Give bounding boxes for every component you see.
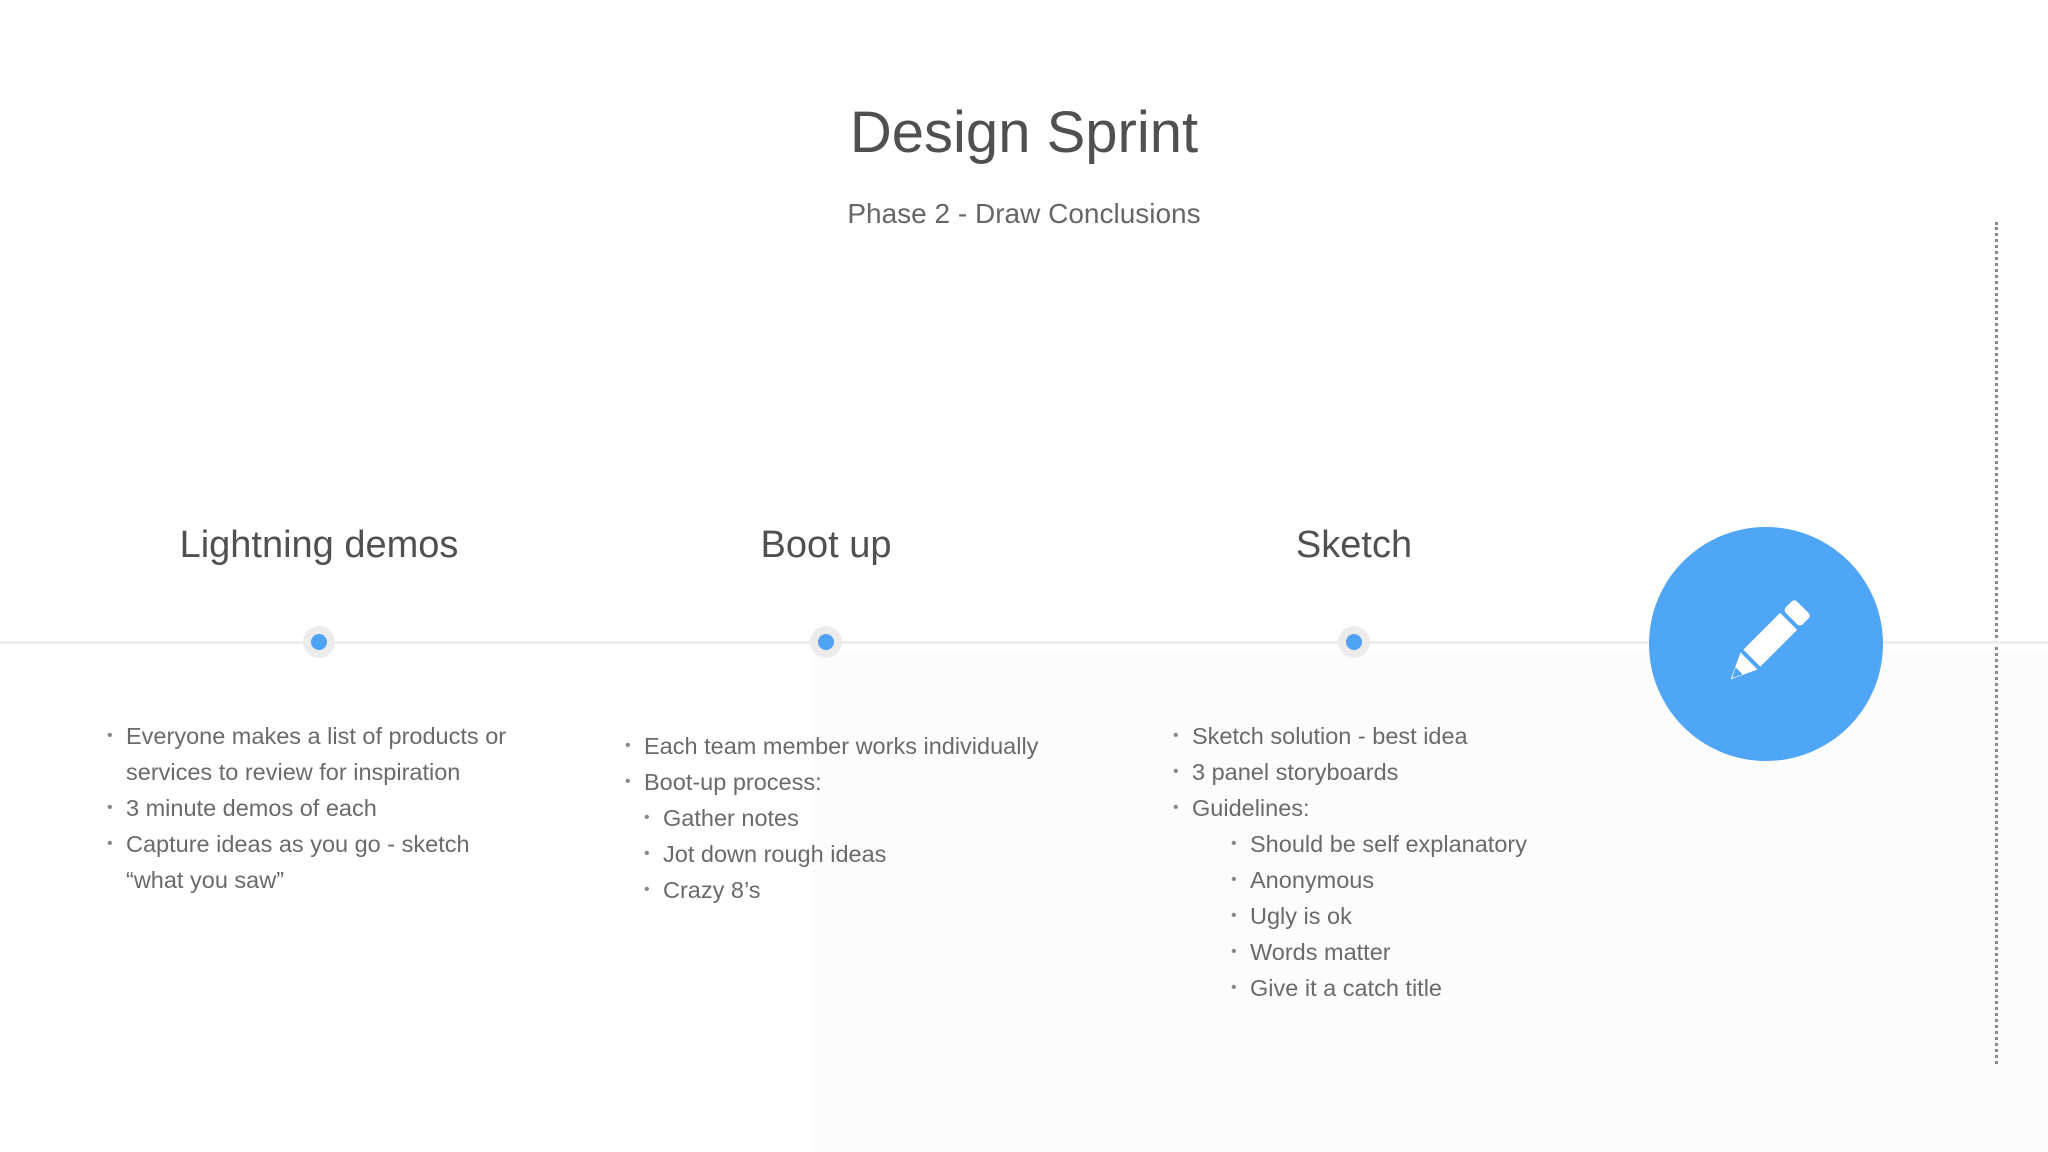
timeline-dot-3: [1338, 626, 1370, 658]
list-item: 3 panel storyboards: [1173, 754, 1527, 790]
list-item: Everyone makes a list of products or: [107, 718, 506, 754]
list-item: Capture ideas as you go - sketch: [107, 826, 506, 862]
step-heading-sketch: Sketch: [1295, 524, 1413, 566]
sub-list-item: Crazy 8’s: [644, 872, 1038, 908]
step-list-sketch: Sketch solution - best idea 3 panel stor…: [1173, 718, 1527, 1006]
sub-list-item: Anonymous: [1231, 862, 1527, 898]
timeline-dot-1: [303, 626, 335, 658]
step-heading-boot-up: Boot up: [760, 524, 892, 566]
page-subtitle: Phase 2 - Draw Conclusions: [847, 198, 1201, 229]
list-item-continuation: “what you saw”: [126, 867, 285, 893]
pencil-icon: [1730, 600, 1810, 680]
step-list-boot-up: Each team member works individually Boot…: [625, 728, 1038, 908]
step-list-lightning-demos: Everyone makes a list of products or ser…: [107, 718, 506, 898]
sub-list-item: Gather notes: [644, 800, 1038, 836]
feature-circle: [1649, 527, 1883, 761]
list-item: Sketch solution - best idea: [1173, 718, 1527, 754]
sub-list-item: Words matter: [1231, 934, 1527, 970]
sub-list-item: Give it a catch title: [1231, 970, 1527, 1006]
list-item: 3 minute demos of each: [107, 790, 506, 826]
step-heading-lightning-demos: Lightning demos: [179, 524, 459, 566]
timeline-line: [0, 641, 2048, 644]
list-item: Boot-up process:: [625, 764, 1038, 800]
timeline-dot-2: [810, 626, 842, 658]
sub-list-item: Ugly is ok: [1231, 898, 1527, 934]
list-item: Each team member works individually: [625, 728, 1038, 764]
page-title: Design Sprint: [849, 100, 1199, 165]
list-item-continuation: services to review for inspiration: [126, 759, 461, 785]
list-item: Guidelines:: [1173, 790, 1527, 826]
sub-list-item: Should be self explanatory: [1231, 826, 1527, 862]
sub-list-item: Jot down rough ideas: [644, 836, 1038, 872]
